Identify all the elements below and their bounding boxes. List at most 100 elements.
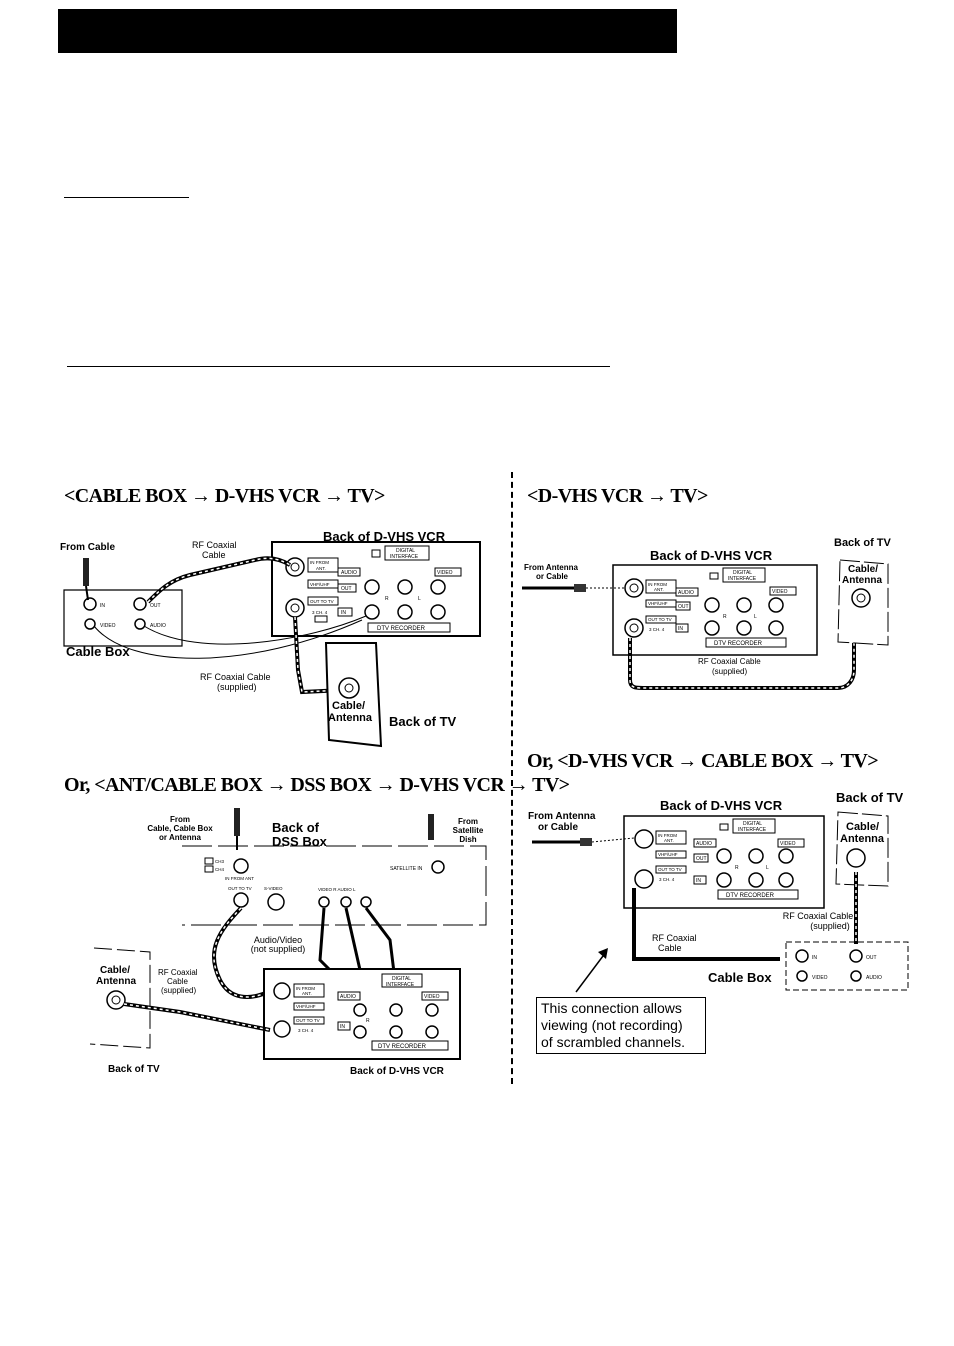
svg-text:VIDEO: VIDEO (812, 975, 828, 981)
section-title-cable-box-vcr-tv: <CABLE BOX → D-VHS VCR → TV> (64, 485, 385, 507)
svg-text:RF Coaxial Cable: RF Coaxial Cable (698, 657, 761, 666)
svg-text:OUT: OUT (696, 856, 707, 862)
svg-text:VIDEO: VIDEO (424, 994, 440, 1000)
svg-text:From: From (458, 817, 478, 826)
svg-text:IN FROM: IN FROM (658, 833, 677, 838)
svg-text:RF Coaxial: RF Coaxial (158, 968, 198, 977)
svg-text:DTV RECORDER: DTV RECORDER (726, 893, 775, 899)
svg-text:Cable: Cable (167, 977, 188, 986)
svg-text:DIGITAL: DIGITAL (733, 570, 752, 576)
svg-text:(supplied): (supplied) (712, 667, 747, 676)
svg-text:From: From (170, 815, 190, 824)
svg-text:IN FROM ANT: IN FROM ANT (225, 876, 254, 881)
svg-text:OUT: OUT (150, 603, 161, 609)
svg-text:INTERFACE: INTERFACE (728, 576, 757, 582)
svg-text:Back of TV: Back of TV (108, 1064, 160, 1075)
svg-text:DTV RECORDER: DTV RECORDER (714, 641, 763, 647)
svg-text:Cable: Cable (658, 943, 682, 953)
svg-text:VHF/UHF: VHF/UHF (310, 582, 330, 587)
svg-text:IN: IN (696, 878, 701, 884)
svg-text:(supplied): (supplied) (217, 682, 257, 692)
svg-text:IN FROM: IN FROM (648, 582, 667, 587)
svg-text:Cable/: Cable/ (100, 965, 130, 976)
svg-text:DIGITAL: DIGITAL (743, 821, 762, 827)
svg-text:R: R (735, 865, 739, 871)
svg-text:Back of D-VHS VCR: Back of D-VHS VCR (650, 548, 773, 563)
callout-line-2: viewing (not recording) (541, 1017, 683, 1033)
svg-text:SATELLITE IN: SATELLITE IN (390, 866, 423, 872)
diagram-vcr-cable-box-tv: Back of D-VHS VCR Back of TV IN FROM ANT… (528, 790, 909, 993)
svg-text:S-VIDEO: S-VIDEO (264, 886, 283, 891)
svg-text:CH4: CH4 (215, 867, 224, 872)
section-title-vcr-tv: <D-VHS VCR → TV> (527, 485, 708, 507)
svg-text:From Antenna: From Antenna (524, 563, 578, 572)
svg-text:Cable/: Cable/ (846, 821, 879, 833)
svg-text:Cable/: Cable/ (332, 700, 365, 712)
svg-text:Dish: Dish (459, 835, 476, 844)
svg-text:OUT TO TV: OUT TO TV (648, 617, 672, 622)
svg-text:Audio/Video: Audio/Video (254, 935, 302, 945)
svg-text:L: L (766, 865, 769, 871)
svg-text:IN: IN (678, 626, 683, 632)
title-bar (58, 9, 677, 53)
svg-text:or Antenna: or Antenna (159, 833, 201, 842)
svg-text:R: R (385, 596, 389, 602)
svg-text:RF Coaxial: RF Coaxial (652, 933, 697, 943)
svg-text:Cable Box: Cable Box (708, 970, 772, 985)
svg-text:Satellite: Satellite (453, 826, 484, 835)
svg-text:IN FROM: IN FROM (296, 986, 315, 991)
svg-text:OUT TO TV: OUT TO TV (228, 886, 252, 891)
svg-text:L: L (754, 614, 757, 620)
section-rule (67, 366, 610, 367)
callout-line-1: This connection allows (541, 1000, 682, 1016)
svg-text:From Antenna: From Antenna (528, 811, 596, 822)
svg-text:From Cable: From Cable (60, 542, 115, 553)
svg-text:Antenna: Antenna (842, 575, 882, 586)
svg-text:AUDIO: AUDIO (866, 975, 882, 981)
svg-text:OUT TO TV: OUT TO TV (296, 1018, 320, 1023)
svg-text:IN FROM: IN FROM (310, 560, 329, 565)
svg-text:AUDIO: AUDIO (696, 841, 712, 847)
svg-text:VIDEO: VIDEO (780, 841, 796, 847)
svg-text:OUT TO TV: OUT TO TV (658, 867, 682, 872)
svg-text:Cable: Cable (202, 550, 226, 560)
svg-text:RF Coaxial Cable: RF Coaxial Cable (783, 911, 854, 921)
svg-text:or Cable: or Cable (538, 822, 578, 833)
svg-text:Antenna: Antenna (96, 976, 136, 987)
svg-text:Back of D-VHS VCR: Back of D-VHS VCR (350, 1066, 445, 1077)
svg-text:IN: IN (340, 1024, 345, 1030)
svg-text:ANT.: ANT. (302, 991, 312, 996)
column-divider (511, 472, 513, 1084)
svg-text:DSS Box: DSS Box (272, 834, 328, 849)
vcr-back-panel (271, 541, 481, 637)
svg-text:3 CH. 4: 3 CH. 4 (298, 1028, 314, 1033)
svg-text:3 CH. 4: 3 CH. 4 (312, 610, 328, 615)
svg-text:Antenna: Antenna (328, 712, 373, 724)
svg-text:3 CH. 4: 3 CH. 4 (649, 627, 665, 632)
svg-text:(not supplied): (not supplied) (251, 944, 306, 954)
svg-text:RF Coaxial Cable: RF Coaxial Cable (200, 672, 271, 682)
svg-text:AUDIO: AUDIO (150, 623, 166, 629)
svg-text:OUT: OUT (866, 955, 877, 961)
svg-text:VHF/UHF: VHF/UHF (658, 852, 678, 857)
svg-text:ANT.: ANT. (664, 838, 674, 843)
svg-text:AUDIO: AUDIO (340, 994, 356, 1000)
svg-text:IN: IN (341, 610, 346, 616)
svg-text:R: R (723, 614, 727, 620)
svg-text:ANT.: ANT. (316, 566, 326, 571)
svg-text:INTERFACE: INTERFACE (386, 982, 415, 988)
svg-text:OUT: OUT (341, 586, 352, 592)
svg-text:L: L (418, 596, 421, 602)
svg-text:IN: IN (812, 955, 817, 961)
svg-text:DTV RECORDER: DTV RECORDER (378, 1044, 427, 1050)
svg-text:DIGITAL: DIGITAL (392, 976, 411, 982)
callout-box: This connection allows viewing (not reco… (536, 997, 706, 1054)
svg-text:VHF/UHF: VHF/UHF (648, 601, 668, 606)
svg-text:Back of D-VHS VCR: Back of D-VHS VCR (660, 798, 783, 813)
svg-text:DIGITAL: DIGITAL (396, 548, 415, 554)
svg-text:(supplied): (supplied) (161, 986, 196, 995)
svg-text:VIDEO R AUDIO L: VIDEO R AUDIO L (318, 887, 356, 892)
svg-text:OUT: OUT (678, 604, 689, 610)
section-title-vcr-cable-box-tv: Or, <D-VHS VCR → CABLE BOX → TV> (527, 750, 879, 772)
svg-text:ANT.: ANT. (654, 587, 664, 592)
